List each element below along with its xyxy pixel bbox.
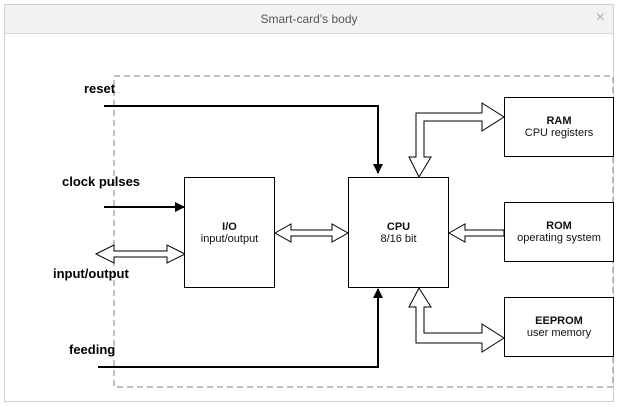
cpu-eeprom-arrow: [408, 287, 505, 353]
ram-block-title: RAM: [546, 115, 572, 127]
io-block: I/O input/output: [184, 177, 275, 288]
reset-line: [104, 105, 383, 174]
cpu-block-title: CPU: [386, 220, 411, 233]
ram-block: RAM CPU registers: [504, 97, 614, 157]
feeding-label: feeding: [69, 342, 116, 357]
rom-block: ROM operating system: [504, 202, 614, 262]
io-block-title: I/O: [222, 220, 237, 233]
io-external-arrow: [94, 244, 187, 264]
window-title: Smart-card's body: [260, 12, 358, 26]
title-bar: Smart-card's body ×: [5, 5, 613, 34]
ram-block-subtitle: CPU registers: [524, 127, 594, 139]
io-cpu-arrow: [273, 223, 350, 243]
cpu-block-subtitle: 8/16 bit: [380, 232, 417, 245]
cpu-block: CPU 8/16 bit: [348, 177, 449, 288]
eeprom-block-subtitle: user memory: [526, 327, 592, 339]
eeprom-block: EEPROM user memory: [504, 297, 614, 357]
rom-block-subtitle: operating system: [517, 232, 601, 244]
close-icon[interactable]: ×: [595, 9, 605, 26]
rom-cpu-arrow: [447, 223, 505, 243]
io-block-subtitle: input/output: [200, 232, 259, 245]
eeprom-block-title: EEPROM: [535, 315, 583, 327]
reset-label: reset: [84, 81, 116, 96]
rom-block-title: ROM: [546, 220, 572, 232]
feeding-line: [98, 288, 383, 368]
input-output-label: input/output: [53, 266, 129, 281]
clock-pulses-label: clock pulses: [62, 174, 141, 189]
cpu-ram-arrow: [408, 102, 505, 179]
